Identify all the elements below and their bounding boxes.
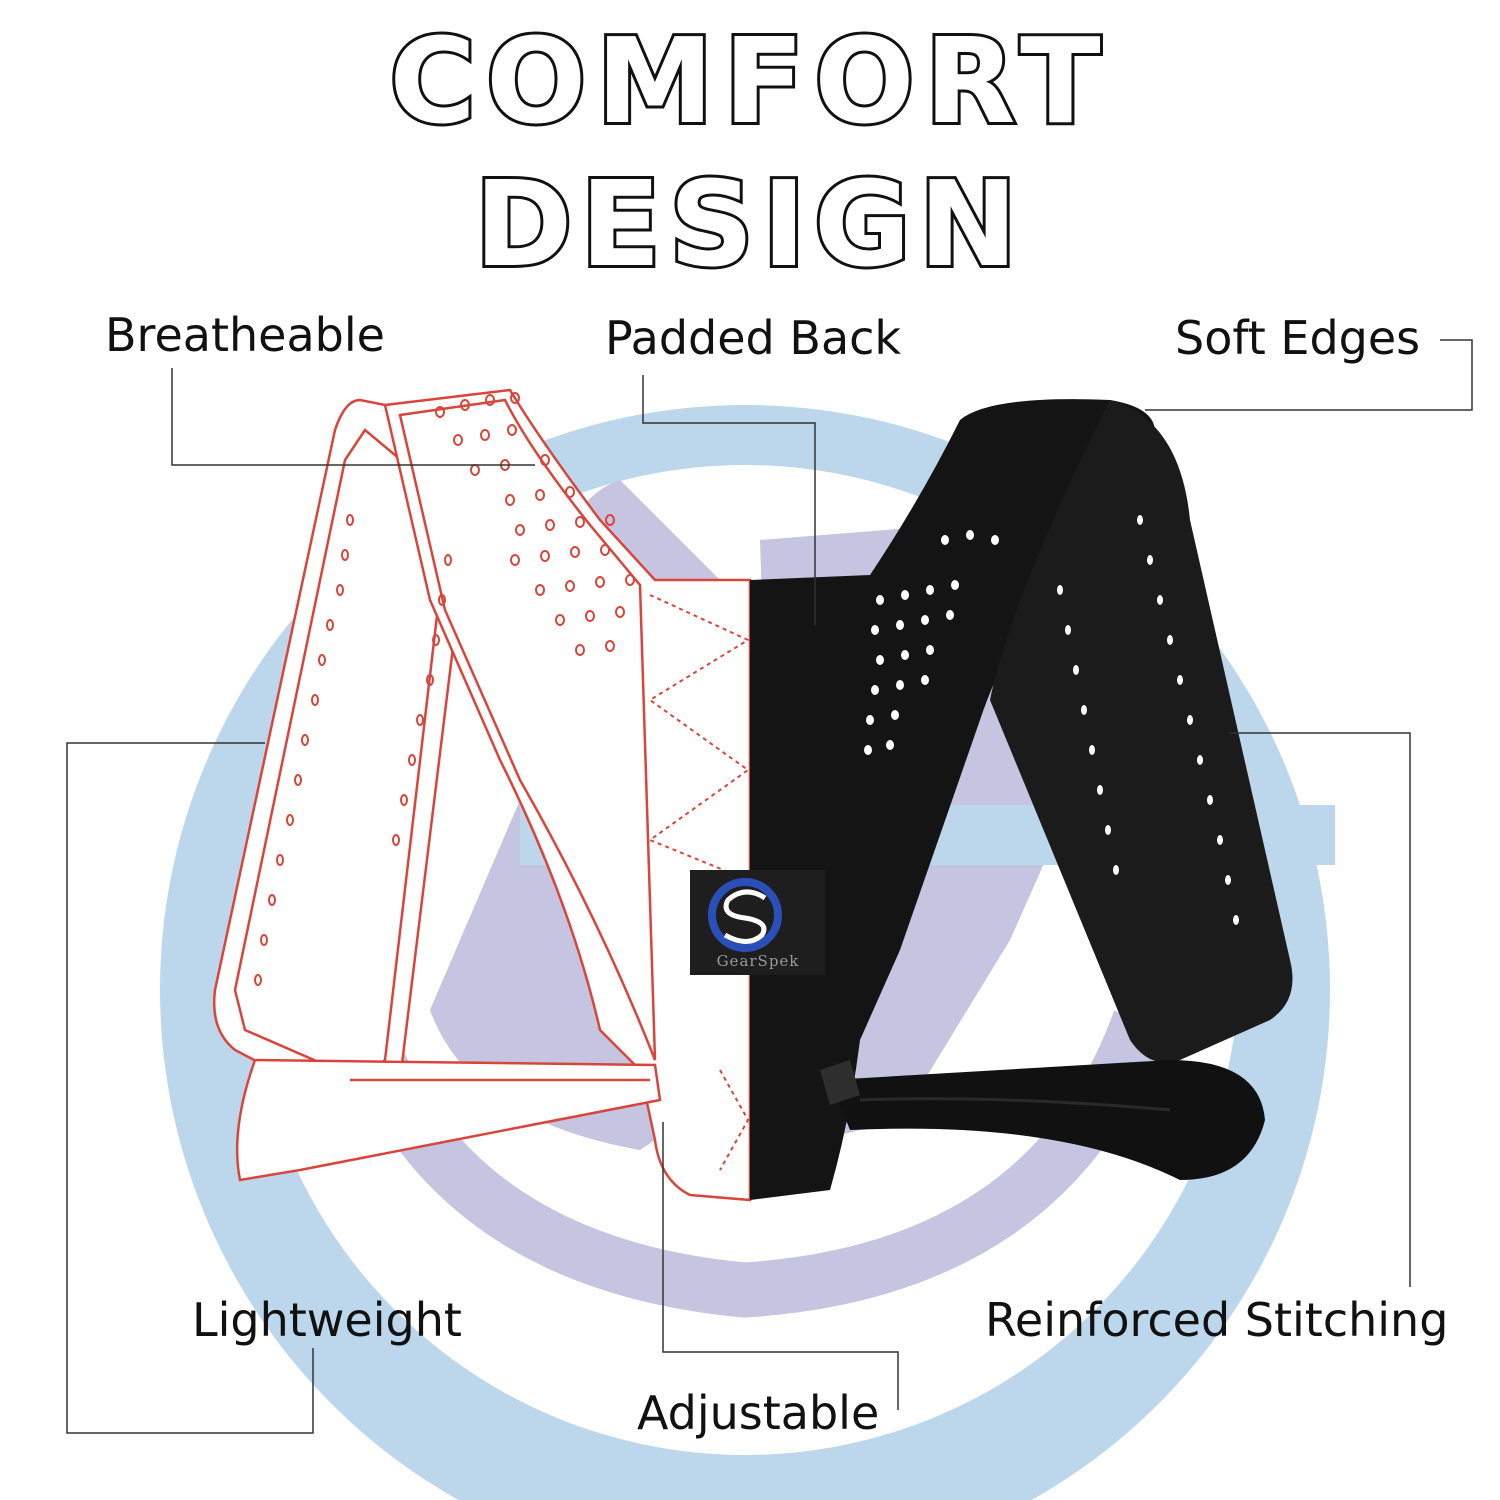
logo-text: GearSpek xyxy=(716,952,800,970)
callout-padded-back: Padded Back xyxy=(605,311,902,365)
headline-line-1: COMFORT xyxy=(386,12,1111,150)
leader-lines xyxy=(66,339,1473,1434)
callout-soft-edges: Soft Edges xyxy=(1175,311,1421,365)
callout-reinforced-stitching: Reinforced Stitching xyxy=(985,1293,1449,1347)
callout-breatheable: Breatheable xyxy=(105,308,385,362)
callout-adjustable: Adjustable xyxy=(637,1386,880,1440)
perforation-dots-outline xyxy=(254,392,635,986)
brace-outline-drawing xyxy=(213,388,752,1202)
brace-fabric xyxy=(750,399,1293,1201)
logo-mark-s-icon xyxy=(723,889,767,944)
logo-mark-icon xyxy=(708,878,782,952)
callout-lightweight: Lightweight xyxy=(192,1293,462,1347)
perforation-dots-fabric xyxy=(864,515,1239,925)
headline-line-2: DESIGN xyxy=(471,155,1026,293)
